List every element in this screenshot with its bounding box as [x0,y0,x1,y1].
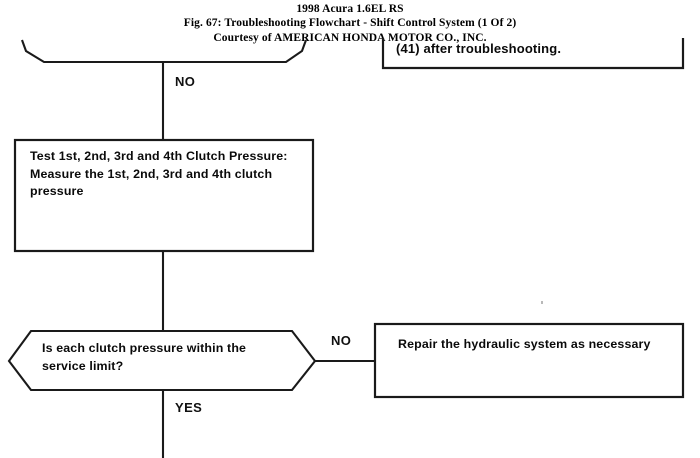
courtesy-line: Courtesy of AMERICAN HONDA MOTOR CO., IN… [213,32,487,44]
edge-label-no-decision: NO [331,333,352,348]
page-header: 1998 Acura 1.6EL RS Fig. 67: Troubleshoo… [0,0,700,46]
clutch-pressure-decision-label: Is each clutch pressure within the servi… [42,341,247,373]
top-right-box-shape-clipped [381,38,685,70]
edge-label-no-top: NO [175,74,196,89]
repair-hydraulic-system-box [373,322,685,399]
repair-hydraulic-system-label: Repair the hydraulic system as necessary [398,337,651,351]
scan-artifact-speck [541,301,543,304]
figure-caption: Fig. 67: Troubleshooting Flowchart - Shi… [183,17,517,29]
test-clutch-pressure-label: Test 1st, 2nd, 3rd and 4th Clutch Pressu… [30,149,288,198]
vehicle-title: 1998 Acura 1.6EL RS [296,3,404,15]
top-right-box-label: (41) after troubleshooting. [396,41,562,56]
top-decision-shape-clipped [21,39,307,64]
edge-label-yes-decision: YES [175,400,203,415]
